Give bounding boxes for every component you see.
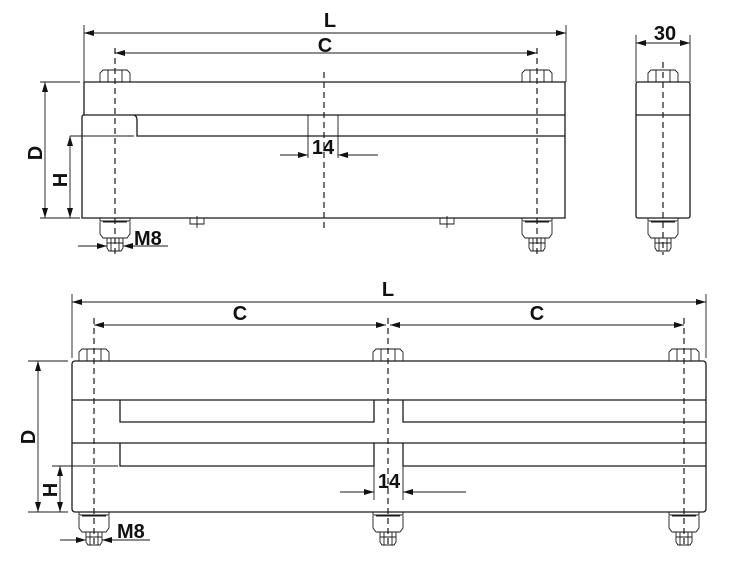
thread-label-m8: M8 <box>134 228 162 250</box>
dimension-label-c: C <box>318 35 332 57</box>
dimension-label-14: 14 <box>312 137 335 159</box>
dimension-label-l: L <box>324 10 336 32</box>
thread-label-m8: M8 <box>117 521 145 543</box>
dimension-label-h: H <box>50 173 72 187</box>
mount-tab <box>189 216 455 228</box>
bottom-view: L C C D H 14 M8 <box>18 279 707 548</box>
dimension-label-c-right: C <box>530 303 544 325</box>
dimension-label-l: L <box>382 279 394 301</box>
top-view: L C D H 14 M8 <box>25 10 567 255</box>
dimension-label-14: 14 <box>378 471 401 493</box>
dimension-label-d: D <box>18 430 40 444</box>
dimension-label-30: 30 <box>654 23 676 45</box>
dimension-label-c-left: C <box>233 303 247 325</box>
side-view: 30 <box>635 23 691 255</box>
dimension-label-h: H <box>40 483 62 497</box>
dimension-label-d: D <box>25 146 47 160</box>
